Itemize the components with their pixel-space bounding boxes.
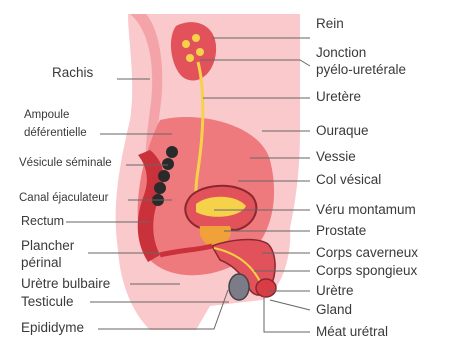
label-ampoule: Ampoule xyxy=(24,108,69,122)
label-epididyme: Epididyme xyxy=(21,320,84,335)
label-vessie: Vessie xyxy=(316,149,356,164)
testicle-shape xyxy=(229,274,249,300)
label-canal-ejaculateur: Canal éjaculateur xyxy=(19,191,109,205)
label-meat-uretral: Méat urétral xyxy=(316,324,388,339)
label-gland: Gland xyxy=(316,302,352,317)
label-perinal: périnal xyxy=(21,255,62,270)
glans-shape xyxy=(256,279,276,297)
label-uretre-bulbaire: Urètre bulbaire xyxy=(21,276,110,291)
label-uretre: Urètre xyxy=(316,283,354,298)
label-col-vesical: Col vésical xyxy=(316,172,381,187)
label-rein: Rein xyxy=(316,16,344,31)
label-corps-spongieux: Corps spongieux xyxy=(316,263,417,278)
label-uretere: Uretère xyxy=(316,89,361,104)
label-deferentielle: déférentielle xyxy=(24,126,87,140)
label-ouraque: Ouraque xyxy=(316,123,369,138)
label-prostate: Prostate xyxy=(316,223,366,238)
label-vesicule-seminale: Vésicule séminale xyxy=(19,156,112,170)
label-testicule: Testicule xyxy=(21,294,74,309)
label-plancher: Plancher xyxy=(21,238,74,253)
label-jonction: Jonction xyxy=(316,45,366,60)
label-corps-caverneux: Corps caverneux xyxy=(316,245,418,260)
label-pyelo-ureterale: pyélo-uretérale xyxy=(316,62,406,77)
label-rachis: Rachis xyxy=(52,65,93,80)
label-veru-montamum: Véru montamum xyxy=(316,202,416,217)
label-rectum: Rectum xyxy=(21,214,64,229)
